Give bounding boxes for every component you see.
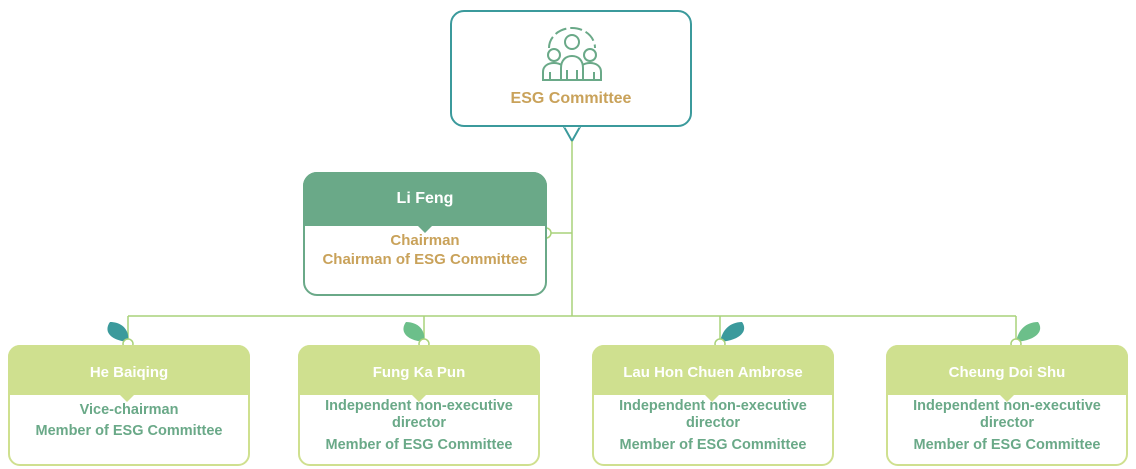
member-name-4: Cheung Doi Shu [886, 345, 1128, 395]
member-pointer-2 [411, 394, 427, 402]
member-role-2-line3: Member of ESG Committee [325, 437, 513, 453]
member-pointer-3 [704, 394, 720, 402]
member-role-3-line3: Member of ESG Committee [619, 437, 807, 453]
member-role-2: Independent non-executive director Membe… [298, 398, 540, 454]
member-name-3: Lau Hon Chuen Ambrose [592, 345, 834, 395]
member-name-1: He Baiqing [8, 345, 250, 395]
leaf-icon-1 [107, 322, 129, 342]
member-role-4-line1: Independent non-executive [913, 398, 1101, 414]
member-role-4-line2: director [980, 415, 1034, 431]
leaf-icon-3 [720, 322, 745, 342]
leaf-icon-2 [403, 322, 425, 342]
member-role-1-line3: Member of ESG Committee [35, 423, 223, 439]
member-role-4: Independent non-executive director Membe… [886, 398, 1128, 454]
member-role-3-line2: director [686, 415, 740, 431]
member-pointer-4 [999, 394, 1015, 402]
member-role-2-line2: director [392, 415, 446, 431]
chairman-pointer [417, 225, 433, 233]
member-role-3: Independent non-executive director Membe… [592, 398, 834, 454]
committee-title: ESG Committee [510, 90, 632, 107]
leaf-icon-4 [1016, 322, 1041, 342]
member-role-2-line1: Independent non-executive [325, 398, 513, 414]
chairman-role: Chairman Chairman of ESG Committee [303, 231, 547, 269]
member-role-4-line3: Member of ESG Committee [913, 437, 1101, 453]
member-name-2: Fung Ka Pun [298, 345, 540, 395]
esg-committee-box [450, 10, 692, 127]
people-group-icon [542, 27, 602, 81]
chairman-role-line1: Chairman [390, 232, 460, 249]
member-role-1: Vice-chairman Member of ESG Committee [8, 400, 250, 442]
chairman-role-line2: Chairman of ESG Committee [322, 251, 528, 268]
member-role-1-line1: Vice-chairman [79, 402, 179, 418]
member-role-3-line1: Independent non-executive [619, 398, 807, 414]
member-pointer-1 [119, 394, 135, 402]
chairman-name: Li Feng [303, 172, 547, 226]
